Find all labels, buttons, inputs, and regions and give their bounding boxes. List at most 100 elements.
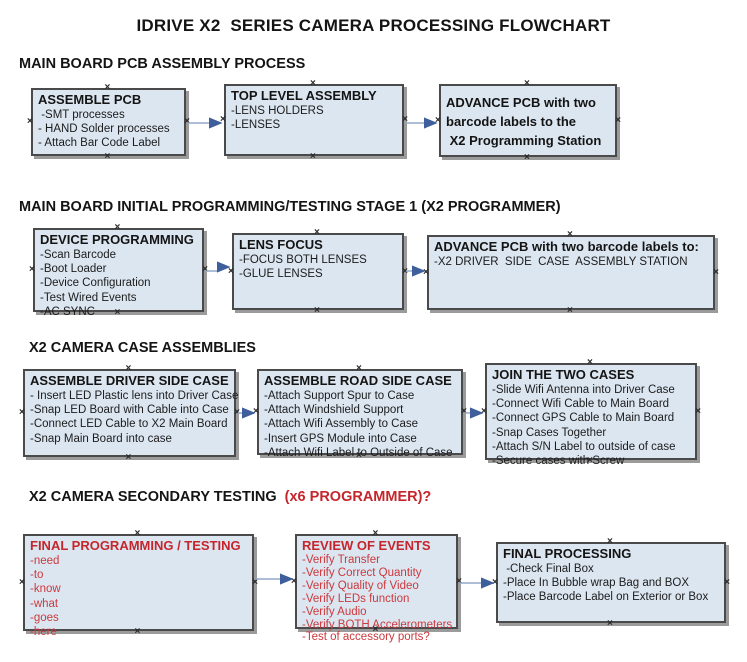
flow-box-advance-pcb-case-assembly: ×××× ADVANCE PCB with two barcode labels… bbox=[423, 230, 719, 316]
box-item: -GLUE LENSES bbox=[239, 268, 323, 281]
box-item: -LENSES bbox=[231, 119, 281, 132]
section-heading-initial-programming: MAIN BOARD INITIAL PROGRAMMING/TESTING S… bbox=[19, 199, 561, 215]
anchor-x-mark: × bbox=[310, 78, 316, 89]
box-title: ADVANCE PCB with two barcode labels to t… bbox=[446, 95, 602, 148]
box-item: -Secure cases with Screw bbox=[492, 455, 625, 468]
anchor-x-mark: × bbox=[228, 265, 234, 277]
flow-box-assemble-pcb: ×××× ASSEMBLE PCB -SMT processes - HAND … bbox=[27, 83, 190, 162]
box-item: -Attach Wifi Assembly to Case bbox=[264, 418, 419, 431]
box-item: -AC SYNC bbox=[40, 305, 95, 318]
box-item: -Attach Wifi Label to Outside of Case bbox=[264, 446, 453, 459]
box-item: -Snap Main Board into case bbox=[30, 432, 172, 445]
box-item: -Connect GPS Cable to Main Board bbox=[492, 412, 675, 425]
heading-black-part: X2 CAMERA SECONDARY TESTING bbox=[29, 489, 281, 505]
box-item: -Test Wired Events bbox=[40, 291, 137, 304]
box-title: ASSEMBLE PCB bbox=[38, 92, 142, 107]
anchor-x-mark: × bbox=[372, 624, 379, 635]
anchor-x-mark: × bbox=[461, 406, 467, 417]
box-item: -Check Final Box bbox=[503, 563, 594, 575]
box-item: -here bbox=[30, 626, 57, 639]
anchor-x-mark: × bbox=[114, 307, 121, 318]
flow-box-final-programming-testing: × × × × FINAL PROGRAMMING / TESTING -need -… bbox=[19, 529, 258, 639]
box-item: -Verify Correct Quantity bbox=[302, 566, 422, 579]
anchor-x-mark: × bbox=[423, 266, 429, 278]
box-title: ASSEMBLE ROAD SIDE CASE bbox=[264, 373, 452, 388]
anchor-x-mark: × bbox=[310, 151, 316, 162]
anchor-x-mark: × bbox=[29, 264, 35, 275]
flow-box-device-programming: ×××× DEVICE PROGRAMMING -Scan Barcode -B… bbox=[29, 223, 208, 318]
anchor-x-mark: × bbox=[615, 114, 621, 126]
anchor-x-mark: × bbox=[125, 363, 132, 374]
anchor-x-mark: × bbox=[314, 305, 320, 316]
anchor-x-mark: × bbox=[524, 78, 530, 89]
flow-box-assemble-road-side-case: × × × × ASSEMBLE ROAD SIDE CASE -Attach Sup… bbox=[253, 364, 467, 461]
box-item: -Place Barcode Label on Exterior or Box bbox=[503, 591, 709, 604]
box-item: -SMT processes bbox=[38, 109, 125, 121]
anchor-x-mark: × bbox=[134, 626, 141, 637]
anchor-x-mark: × bbox=[713, 266, 719, 278]
heading-red-part: (x6 PROGRAMMER)? bbox=[280, 489, 432, 505]
anchor-x-mark: × bbox=[587, 357, 593, 368]
box-item: -Insert GPS Module into Case bbox=[264, 432, 417, 445]
section-heading-case-assemblies: X2 CAMERA CASE ASSEMBLIES bbox=[29, 340, 256, 356]
anchor-x-mark: × bbox=[19, 576, 25, 588]
box-item: -Scan Barcode bbox=[40, 249, 117, 261]
flow-box-advance-pcb-programming-station: ×××× ADVANCE PCB with two barcode labels… bbox=[435, 79, 621, 163]
anchor-x-mark: × bbox=[134, 528, 141, 539]
anchor-x-mark: × bbox=[220, 114, 226, 125]
anchor-x-mark: × bbox=[695, 405, 701, 417]
anchor-x-mark: × bbox=[567, 305, 573, 316]
anchor-x-mark: × bbox=[567, 229, 573, 240]
box-item: -FOCUS BOTH LENSES bbox=[239, 254, 367, 266]
anchor-x-mark: × bbox=[125, 452, 132, 463]
anchor-x-mark: × bbox=[252, 576, 258, 588]
anchor-x-mark: × bbox=[202, 264, 208, 275]
section-heading-pcb-assembly: MAIN BOARD PCB ASSEMBLY PROCESS bbox=[19, 56, 306, 72]
box-item: -Place In Bubble wrap Bag and BOX bbox=[503, 577, 690, 590]
box-title: DEVICE PROGRAMMING bbox=[40, 232, 194, 247]
box-item: -Attach Support Spur to Case bbox=[264, 390, 415, 402]
box-title: JOIN THE TWO CASES bbox=[492, 367, 635, 382]
box-item: - HAND Solder processes bbox=[38, 123, 170, 136]
flow-box-final-processing: ×××× FINAL PROCESSING -Check Final Box -… bbox=[492, 537, 730, 629]
box-title: FINAL PROGRAMMING / TESTING bbox=[30, 538, 241, 553]
anchor-x-mark: × bbox=[234, 407, 240, 418]
anchor-x-mark: × bbox=[607, 618, 613, 629]
anchor-x-mark: × bbox=[402, 265, 408, 277]
box-item: -need bbox=[30, 555, 60, 567]
box-item: -LENS HOLDERS bbox=[231, 105, 324, 117]
anchor-x-mark: × bbox=[314, 227, 320, 238]
anchor-x-mark: × bbox=[19, 407, 25, 418]
box-item: -Connect Wifi Cable to Main Board bbox=[492, 398, 670, 411]
anchor-x-mark: × bbox=[291, 575, 297, 587]
box-item: -Slide Wifi Antenna into Driver Case bbox=[492, 384, 675, 396]
flow-box-assemble-driver-side-case: ×××× ASSEMBLE DRIVER SIDE CASE - Insert … bbox=[19, 364, 240, 463]
box-item: -Verify Quality of Video bbox=[302, 579, 419, 592]
anchor-x-mark: × bbox=[184, 116, 190, 127]
flow-box-lens-focus: ×××× LENS FOCUS -FOCUS BOTH LENSES -GLUE… bbox=[228, 228, 408, 316]
anchor-x-mark: × bbox=[356, 450, 362, 461]
box-item: -goes bbox=[30, 611, 59, 624]
anchor-x-mark: × bbox=[104, 151, 111, 162]
box-item: -Test of accessory ports? bbox=[302, 631, 430, 644]
anchor-x-mark: × bbox=[402, 114, 408, 125]
box-item: -Snap Cases Together bbox=[492, 426, 607, 439]
box-item: -Device Configuration bbox=[40, 277, 151, 290]
box-item: -Boot Loader bbox=[40, 263, 107, 276]
box-item: -know bbox=[30, 583, 61, 596]
anchor-x-mark: × bbox=[724, 576, 730, 588]
anchor-x-mark: × bbox=[356, 363, 362, 374]
anchor-x-mark: × bbox=[27, 116, 33, 127]
flow-box-top-level-assembly: ×××× TOP LEVEL ASSEMBLY -LENS HOLDERS -L… bbox=[220, 79, 408, 162]
box-title: REVIEW OF EVENTS bbox=[302, 538, 431, 553]
connector-arrow-3 bbox=[205, 261, 231, 273]
anchor-x-mark: × bbox=[492, 576, 498, 588]
page-title: IDRIVE X2 SERIES CAMERA PROCESSING FLOWC… bbox=[136, 16, 611, 35]
anchor-x-mark: × bbox=[435, 114, 441, 126]
anchor-x-mark: × bbox=[253, 406, 259, 417]
box-item: -Verify Transfer bbox=[302, 554, 380, 566]
flow-box-join-the-two-cases: ×××× JOIN THE TWO CASES -Slide Wifi Ante… bbox=[481, 358, 701, 468]
box-title: FINAL PROCESSING bbox=[503, 546, 632, 561]
box-item: -Verify Audio bbox=[302, 605, 367, 618]
